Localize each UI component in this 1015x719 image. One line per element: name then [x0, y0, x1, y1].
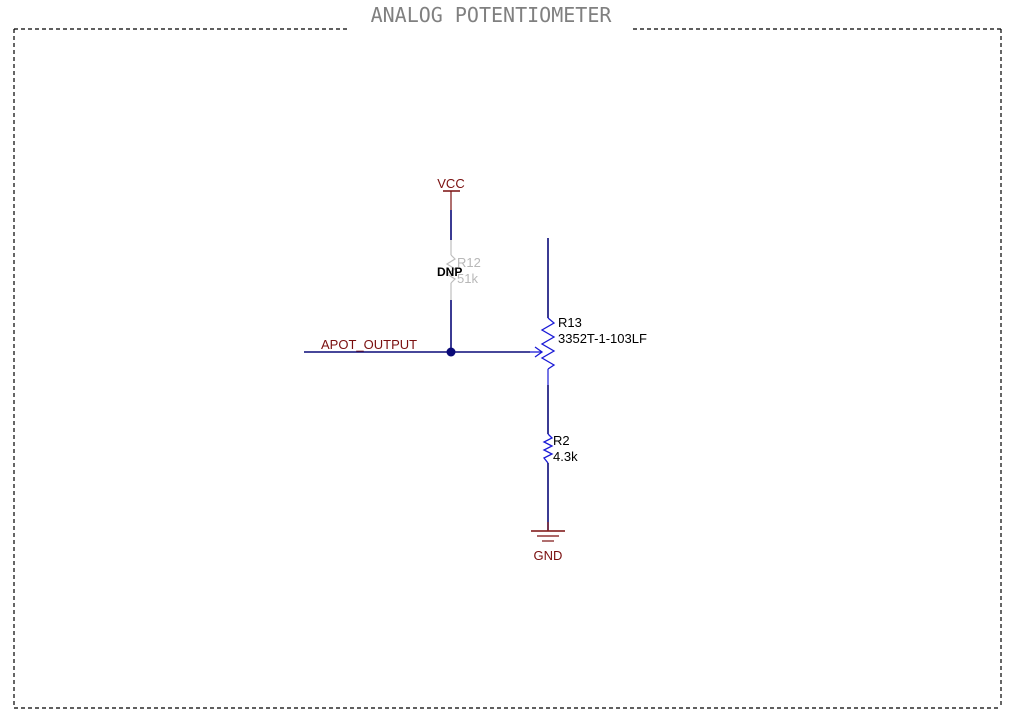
r2-ref: R2: [553, 433, 570, 448]
gnd-power-symbol[interactable]: GND: [531, 522, 565, 563]
vcc-power-symbol[interactable]: VCC: [437, 176, 465, 210]
potentiometer-r13[interactable]: R13 3352T-1-103LF: [530, 238, 647, 385]
junction-dot: [446, 347, 456, 357]
r13-ref: R13: [558, 315, 582, 330]
resistor-r2[interactable]: R2 4.3k: [542, 433, 578, 464]
vcc-label: VCC: [437, 176, 464, 191]
gnd-label: GND: [534, 548, 563, 563]
r13-value: 3352T-1-103LF: [558, 331, 647, 346]
r12-dnp-flag: DNP: [437, 265, 462, 279]
net-label-apot-output: APOT_OUTPUT: [321, 337, 417, 352]
r2-value: 4.3k: [553, 449, 578, 464]
r12-value: 51k: [457, 271, 478, 286]
sheet-border: [13, 28, 1002, 709]
sheet-title: ANALOG POTENTIOMETER: [371, 3, 613, 27]
resistor-r12[interactable]: R12 51k DNP: [437, 240, 481, 300]
r12-ref: R12: [457, 255, 481, 270]
